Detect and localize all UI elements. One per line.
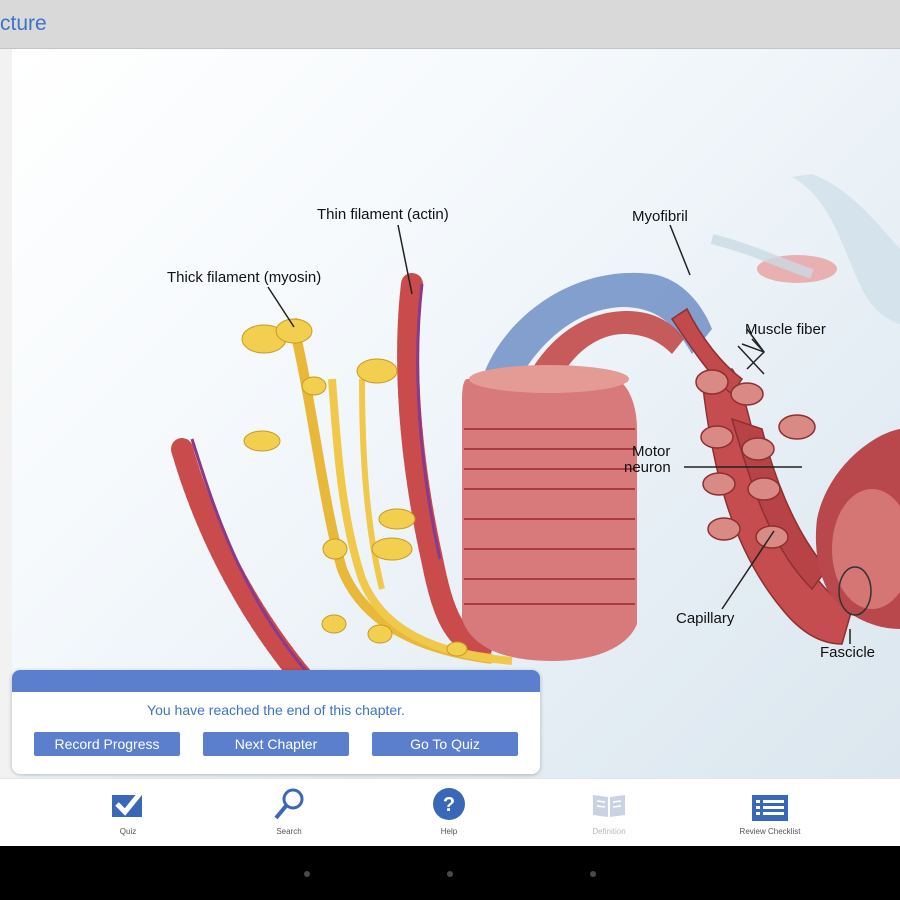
label-muscle-fiber: Muscle fiber [745, 321, 826, 338]
toolbar-quiz-label: Quiz [119, 827, 137, 836]
myofibril-arch-red [532, 311, 684, 384]
tropomyosin-right [416, 283, 442, 560]
toolbar-review-checklist-label: Review Checklist [739, 827, 801, 836]
label-motor-neuron-line1: Motor [632, 443, 670, 460]
title-bar: cture [0, 0, 900, 49]
leader-myofibril [669, 224, 691, 276]
toolbar-definition-label: Definition [592, 827, 626, 836]
label-fascicle: Fascicle [820, 644, 875, 661]
fascicle-outline [838, 566, 872, 616]
toolbar-help-label: Help [440, 827, 458, 836]
help-icon: ? [431, 787, 467, 821]
system-nav-bar [0, 846, 900, 900]
end-of-chapter-message: You have reached the end of this chapter… [147, 702, 405, 718]
muscle-fibers [670, 307, 853, 645]
sarcomere-bands [464, 428, 635, 605]
nav-recents-button[interactable] [590, 871, 596, 877]
toolbar-help[interactable]: ? Help [389, 779, 509, 847]
tropomyosin-left [190, 438, 324, 691]
svg-text:?: ? [443, 794, 455, 816]
muscle-anatomy-illustration: Thin filament (actin) Thick filament (my… [12, 49, 900, 778]
panel-header-bar [12, 670, 540, 692]
fascicle-face [832, 489, 900, 609]
checklist-icon [752, 787, 788, 821]
actin-strand-right [397, 273, 493, 660]
bottom-toolbar: Quiz Search ? Help [0, 778, 900, 847]
toolbar-review-checklist[interactable]: Review Checklist [710, 779, 830, 847]
muscle-outline [792, 174, 900, 324]
tendon [710, 234, 814, 279]
leader-lines [267, 224, 851, 644]
leader-thick-filament [267, 286, 295, 328]
nav-back-button[interactable] [304, 871, 310, 877]
book-icon [591, 787, 627, 821]
myosin-bundle [241, 317, 547, 665]
label-capillary: Capillary [676, 610, 735, 627]
record-progress-button[interactable]: Record Progress [34, 732, 180, 756]
page-title: cture [0, 12, 47, 35]
fiber-ends [695, 369, 816, 549]
leader-muscle-fiber [746, 328, 765, 353]
actin-strand-left [171, 438, 323, 700]
illustration-drawing: Thin filament (actin) Thick filament (my… [167, 174, 900, 700]
leader-capillary [721, 530, 775, 610]
magnifier-icon [271, 787, 307, 821]
toolbar-quiz[interactable]: Quiz [68, 779, 188, 847]
label-motor-neuron-line2: neuron [624, 459, 671, 476]
toolbar-search[interactable]: Search [229, 779, 349, 847]
end-of-chapter-panel: You have reached the end of this chapter… [12, 670, 540, 774]
sarcomere-top-face [469, 365, 629, 393]
leader-thin-filament [397, 224, 413, 295]
label-myofibril: Myofibril [632, 208, 688, 225]
next-chapter-button[interactable]: Next Chapter [203, 732, 349, 756]
toolbar-search-label: Search [276, 827, 302, 836]
toolbar-definition[interactable]: Definition [549, 779, 669, 847]
bracket-muscle-fiber [737, 338, 766, 375]
nav-home-button[interactable] [447, 871, 453, 877]
checkbox-icon [110, 787, 146, 821]
label-thick-filament: Thick filament (myosin) [167, 269, 321, 286]
label-thin-filament: Thin filament (actin) [317, 206, 449, 223]
myofibril-arch [482, 272, 712, 394]
go-to-quiz-button[interactable]: Go To Quiz [372, 732, 518, 756]
